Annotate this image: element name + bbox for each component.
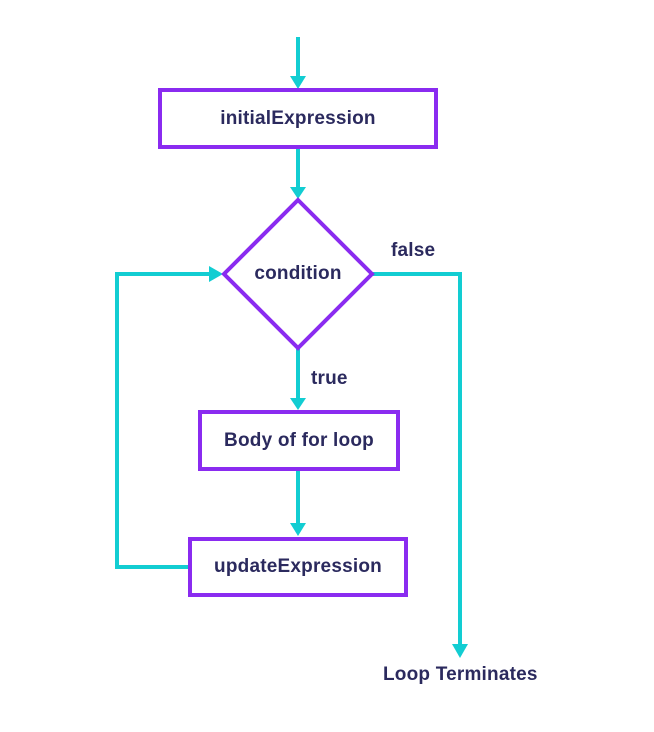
arrowhead-loopback-into-condition (209, 266, 223, 282)
node-update-expression-label: updateExpression (214, 556, 382, 577)
false-branch-label: false (391, 240, 436, 261)
condition-diamond-shape (221, 197, 375, 351)
node-condition-label: condition (254, 263, 342, 284)
arrowhead-into-body (290, 398, 306, 410)
edge-update-to-condition (115, 272, 210, 569)
true-branch-label: true (311, 368, 348, 389)
arrowhead-into-condition (290, 187, 306, 199)
node-body-of-for-loop: Body of for loop (198, 410, 400, 471)
node-body-of-for-loop-label: Body of for loop (224, 429, 374, 451)
arrowhead-into-initial (290, 76, 306, 89)
arrowhead-loop-terminates (452, 644, 468, 658)
arrowhead-into-update (290, 523, 306, 536)
node-initial-expression-label: initialExpression (220, 107, 376, 129)
loop-terminates-label: Loop Terminates (383, 664, 538, 685)
node-initial-expression: initialExpression (158, 88, 438, 149)
node-update-expression: updateExpression (188, 537, 408, 597)
edge-false-branch (372, 272, 462, 646)
